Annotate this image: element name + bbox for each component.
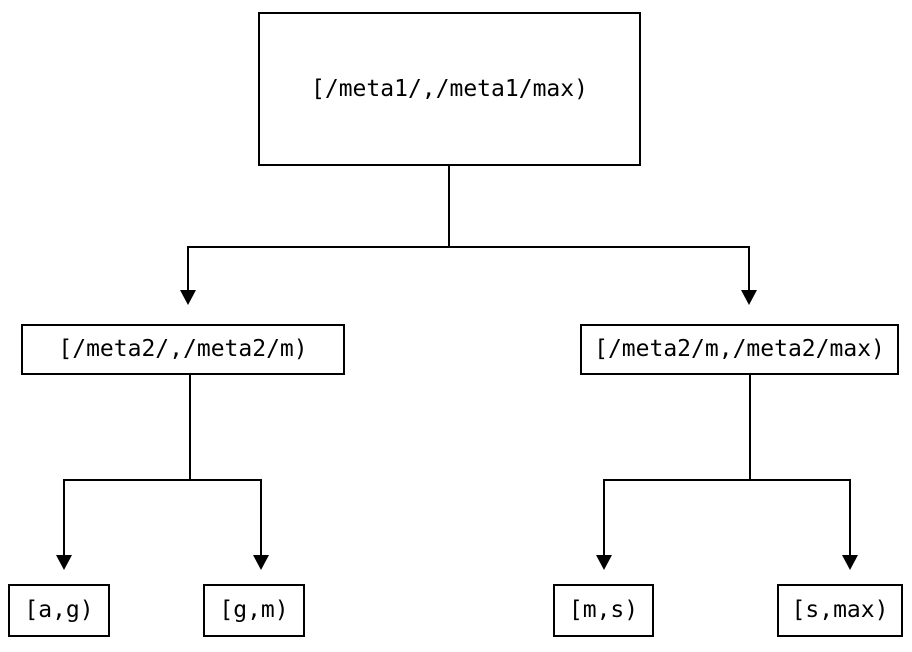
arrowhead-down-icon-to-mid-left bbox=[180, 290, 196, 305]
arrowhead-down-icon-to-leaf-ag bbox=[56, 555, 72, 570]
edge-mid-right-to-leaf-smax-drop bbox=[849, 479, 851, 555]
node-leaf-ms[interactable]: [m,s) bbox=[553, 584, 654, 637]
arrowhead-down-icon-to-leaf-gm bbox=[253, 555, 269, 570]
node-leaf-smax-label: [s,max) bbox=[791, 597, 889, 623]
node-root-label: [/meta1/,/meta1/max) bbox=[311, 75, 588, 102]
node-mid-right-label: [/meta2/m,/meta2/max) bbox=[594, 336, 885, 362]
edge-root-to-mid-left-drop bbox=[187, 246, 189, 290]
node-leaf-ag[interactable]: [a,g) bbox=[8, 584, 110, 637]
node-mid-left[interactable]: [/meta2/,/meta2/m) bbox=[21, 324, 345, 375]
node-leaf-ag-label: [a,g) bbox=[24, 597, 94, 623]
node-leaf-smax[interactable]: [s,max) bbox=[777, 584, 903, 637]
node-mid-right[interactable]: [/meta2/m,/meta2/max) bbox=[580, 324, 899, 375]
edge-mid-right-horizontal-bar bbox=[603, 479, 851, 481]
node-leaf-ms-label: [m,s) bbox=[568, 597, 639, 623]
arrowhead-down-icon-to-leaf-ms bbox=[596, 555, 612, 570]
node-mid-left-label: [/meta2/,/meta2/m) bbox=[58, 336, 308, 362]
edge-root-to-mid-right-drop bbox=[748, 246, 750, 290]
arrowhead-down-icon-to-leaf-smax bbox=[842, 555, 858, 570]
edge-mid-left-horizontal-bar bbox=[63, 479, 261, 481]
edge-mid-left-to-leaf-gm-drop bbox=[260, 479, 262, 555]
node-leaf-gm[interactable]: [g,m) bbox=[203, 584, 305, 637]
arrowhead-down-icon-to-mid-right bbox=[741, 290, 757, 305]
edge-mid-left-to-leaf-ag-drop bbox=[63, 479, 65, 555]
node-root[interactable]: [/meta1/,/meta1/max) bbox=[258, 12, 641, 166]
edge-mid-right-stem bbox=[749, 375, 751, 481]
node-leaf-gm-label: [g,m) bbox=[219, 597, 289, 623]
edge-mid-right-to-leaf-ms-drop bbox=[603, 479, 605, 555]
edge-root-horizontal-bar bbox=[187, 246, 750, 248]
edge-root-stem bbox=[448, 166, 450, 248]
edge-mid-left-stem bbox=[189, 375, 191, 481]
